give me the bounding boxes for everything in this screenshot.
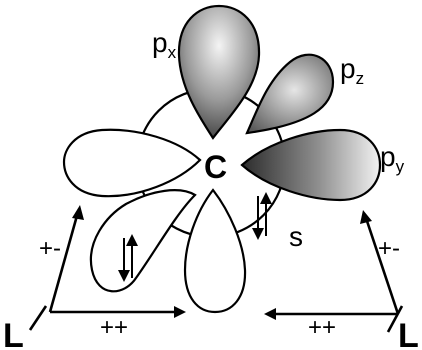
left-ligand-label: L	[3, 317, 24, 350]
left-hybrid-lobe	[62, 128, 202, 198]
py-label: py	[380, 141, 405, 176]
center-atom-label: C	[204, 149, 227, 185]
py-lobe	[240, 128, 382, 202]
pz-label: pz	[340, 53, 364, 88]
electron-pair-s	[252, 192, 272, 240]
pz-lobe	[245, 53, 335, 135]
electron-pair-lobe	[118, 234, 138, 282]
right-horizontal-sign: ++	[308, 314, 336, 341]
right-ligand-bonds	[264, 210, 404, 333]
left-diagonal-sign: +-	[39, 235, 61, 262]
bottom-hybrid-lobe	[183, 188, 247, 314]
right-ligand-bar	[386, 305, 404, 333]
left-ligand-bonds	[28, 205, 186, 331]
s-label: s	[289, 221, 303, 252]
left-ligand-bar	[28, 305, 48, 331]
right-diagonal-sign: +-	[378, 235, 400, 262]
px-lobe	[177, 4, 261, 140]
px-label: px	[152, 27, 177, 62]
lower-left-hybrid-lobe	[89, 189, 197, 293]
left-horizontal-sign: ++	[100, 314, 128, 341]
right-ligand-label: L	[398, 317, 419, 350]
